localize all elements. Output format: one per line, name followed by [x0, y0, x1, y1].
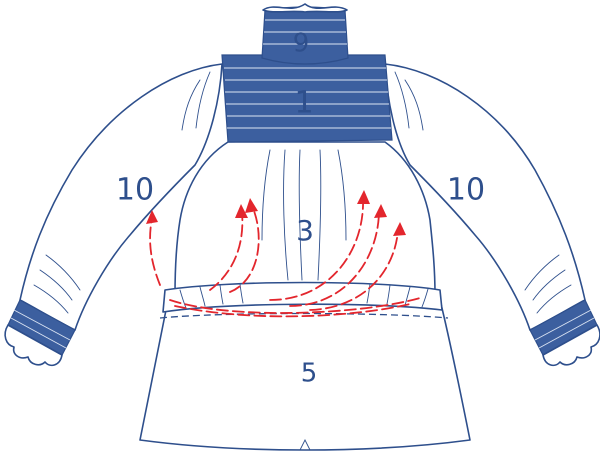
left-sleeve-label: 10	[116, 173, 154, 208]
peplum-label: 5	[301, 359, 318, 389]
collar-label: 9	[293, 29, 310, 59]
front-bodice-label: 3	[296, 214, 314, 247]
yoke-label: 1	[294, 86, 313, 121]
right-sleeve-label: 10	[447, 173, 485, 208]
